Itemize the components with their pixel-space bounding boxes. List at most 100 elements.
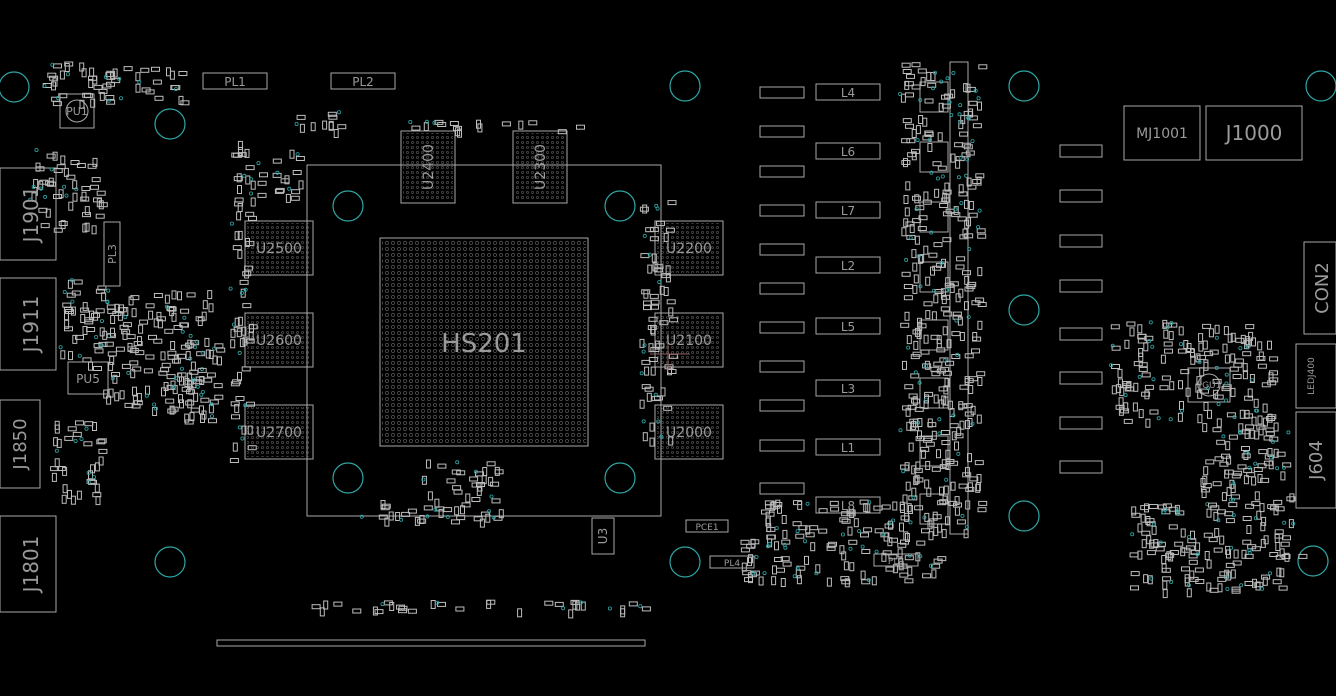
smd-pad [925,461,931,470]
smd-pad [485,513,491,523]
smd-pad [644,386,654,392]
smd-pad [944,93,954,99]
smd-pad [153,318,159,328]
smd-pad [121,329,131,335]
smd-pad [576,124,585,130]
smd-pad [115,346,125,352]
smd-pad [944,182,950,192]
smd-pad [517,608,523,618]
via [857,529,862,534]
via [898,428,903,433]
smd-pad [239,338,245,348]
smd-pad [231,152,241,158]
smd-pad [974,460,984,466]
smd-pad [748,554,753,564]
smd-pad [434,498,440,508]
smd-pad [127,342,133,352]
smd-pad [1230,332,1236,342]
via [561,606,566,611]
smd-pad [1241,453,1251,459]
smd-pad [437,122,447,127]
smd-pad [1241,429,1251,435]
smd-pad [933,294,939,304]
via [54,448,59,453]
inductor-label-l1: L1 [841,441,855,455]
via [1229,545,1234,550]
via [1224,398,1229,403]
smd-pad [654,267,664,273]
via [656,419,661,424]
smd-pad [145,385,150,395]
smd-pad [954,142,964,148]
smd-pad [189,369,199,375]
smd-pad [1111,345,1121,351]
smd-pad [1190,530,1195,540]
smd-pad [924,98,934,104]
via [43,194,48,199]
via [1225,587,1230,592]
smd-pad [247,425,253,435]
smd-pad [234,231,240,241]
smd-pad [1213,389,1219,399]
via [977,208,982,213]
smd-pad [214,343,224,349]
smd-pad [774,557,783,562]
smd-pad [98,202,108,208]
smd-pad [208,350,214,359]
smd-pad [945,449,951,459]
smd-pad [89,67,95,77]
via [34,147,39,152]
smd-pad [904,81,914,87]
smd-pad [1144,503,1149,513]
via [200,350,205,355]
via [918,98,923,103]
ic-label-ledj400: LEDJ400 [1307,357,1317,395]
smd-pad [39,179,49,185]
smd-pad [275,187,285,193]
smd-pad [943,311,953,317]
via [31,184,36,189]
smd-pad [1260,477,1270,483]
via [924,364,929,369]
smd-pad [544,600,554,606]
smd-pad [1168,524,1178,530]
smd-pad [913,340,919,350]
smd-pad [889,537,898,543]
smd-pad [666,299,676,305]
smd-pad [1151,525,1157,535]
via [959,201,964,206]
smd-pad [914,194,920,204]
smd-pad [897,542,907,548]
via [1250,378,1255,383]
smd-pad [969,476,979,482]
smd-pad [1150,542,1160,548]
smd-pad [960,115,966,125]
smd-pad [62,302,72,308]
smd-pad [901,271,911,277]
via [1255,408,1260,413]
mounting-holes [0,70,1336,578]
memory-chip [654,312,724,368]
via [424,119,429,124]
via [58,345,63,350]
via [126,370,131,375]
via [931,288,936,293]
smd-pad [58,93,68,99]
via [766,544,771,549]
smd-pad [384,517,390,527]
via [933,70,938,75]
smd-pad [378,514,388,520]
smd-pad [962,472,972,478]
via [939,79,944,84]
smd-pad [917,226,927,231]
smd-pad [82,212,91,218]
smd-pad [977,101,982,111]
smd-pad [61,494,67,504]
smd-pad [934,188,940,198]
smd-pad [913,476,919,486]
via [1180,408,1185,413]
smd-pad [933,361,943,367]
via [137,80,142,85]
smd-pad [924,479,930,489]
smd-pad [892,564,898,574]
